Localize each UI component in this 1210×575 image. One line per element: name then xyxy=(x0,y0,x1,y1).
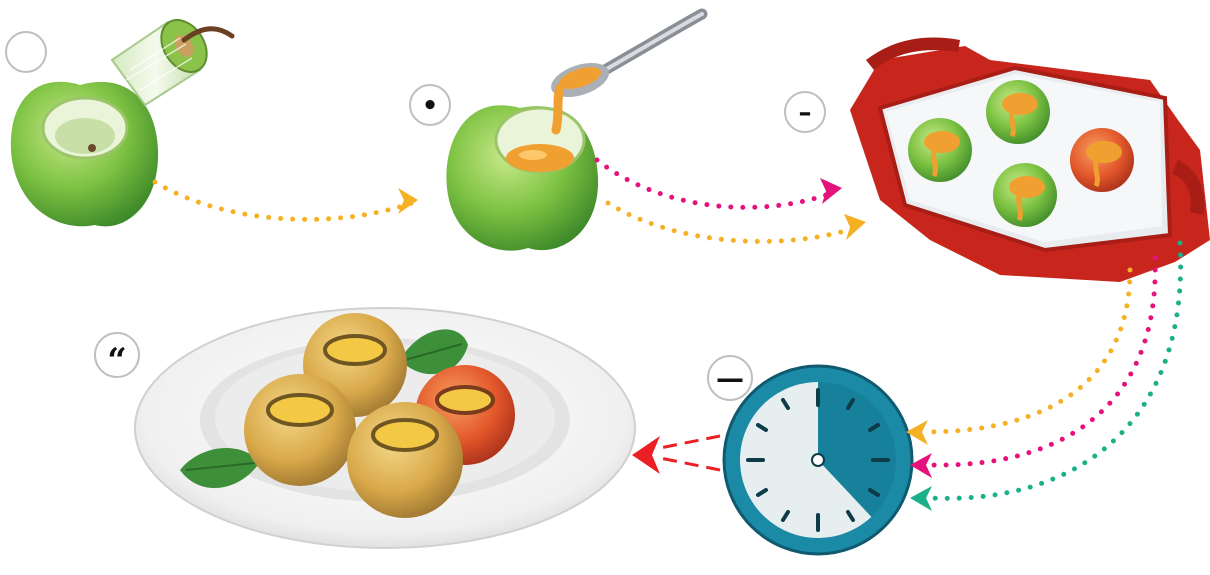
step-2-marker: • xyxy=(422,91,439,121)
arrowhead-orange-2 xyxy=(844,214,866,240)
step-5-marker: “ xyxy=(107,341,127,381)
step-2-badge: • xyxy=(409,84,451,126)
arrow-fill-to-dish-magenta xyxy=(594,157,838,210)
filled-apple xyxy=(446,105,599,251)
arrowhead-orange-3 xyxy=(906,420,928,445)
arrow-dish-to-timer-orange xyxy=(922,267,1133,435)
arrowheads xyxy=(398,178,932,511)
arrow-fill-to-dish-orange xyxy=(605,200,861,244)
arrow-dish-to-timer-teal xyxy=(927,240,1184,501)
baking-dish xyxy=(850,37,1210,282)
timer-clock xyxy=(722,364,914,556)
basil-leaves xyxy=(180,329,468,489)
step-4-marker: — xyxy=(716,362,744,395)
apple-core-cylinder xyxy=(110,19,235,107)
spoon xyxy=(551,8,708,135)
arrow-timer-to-plate xyxy=(632,434,721,474)
arrow-dish-to-timer-magenta xyxy=(927,255,1158,468)
arrowhead-orange-1 xyxy=(398,188,418,214)
step-1-badge xyxy=(5,31,47,73)
step-3-badge: – xyxy=(784,91,826,133)
arrowhead-magenta-1 xyxy=(820,178,842,204)
arrow-core-to-fill xyxy=(152,179,418,222)
arrowhead-teal xyxy=(910,486,932,511)
cored-apple xyxy=(10,81,159,227)
step-5-badge: “ xyxy=(94,332,140,381)
arrowhead-magenta-2 xyxy=(910,453,932,478)
step-4-badge: — xyxy=(707,355,753,401)
step-3-marker: – xyxy=(799,98,812,128)
dish-apples xyxy=(908,80,1134,227)
baked-apples xyxy=(244,313,515,518)
timer-elapsed-sector xyxy=(740,382,872,538)
